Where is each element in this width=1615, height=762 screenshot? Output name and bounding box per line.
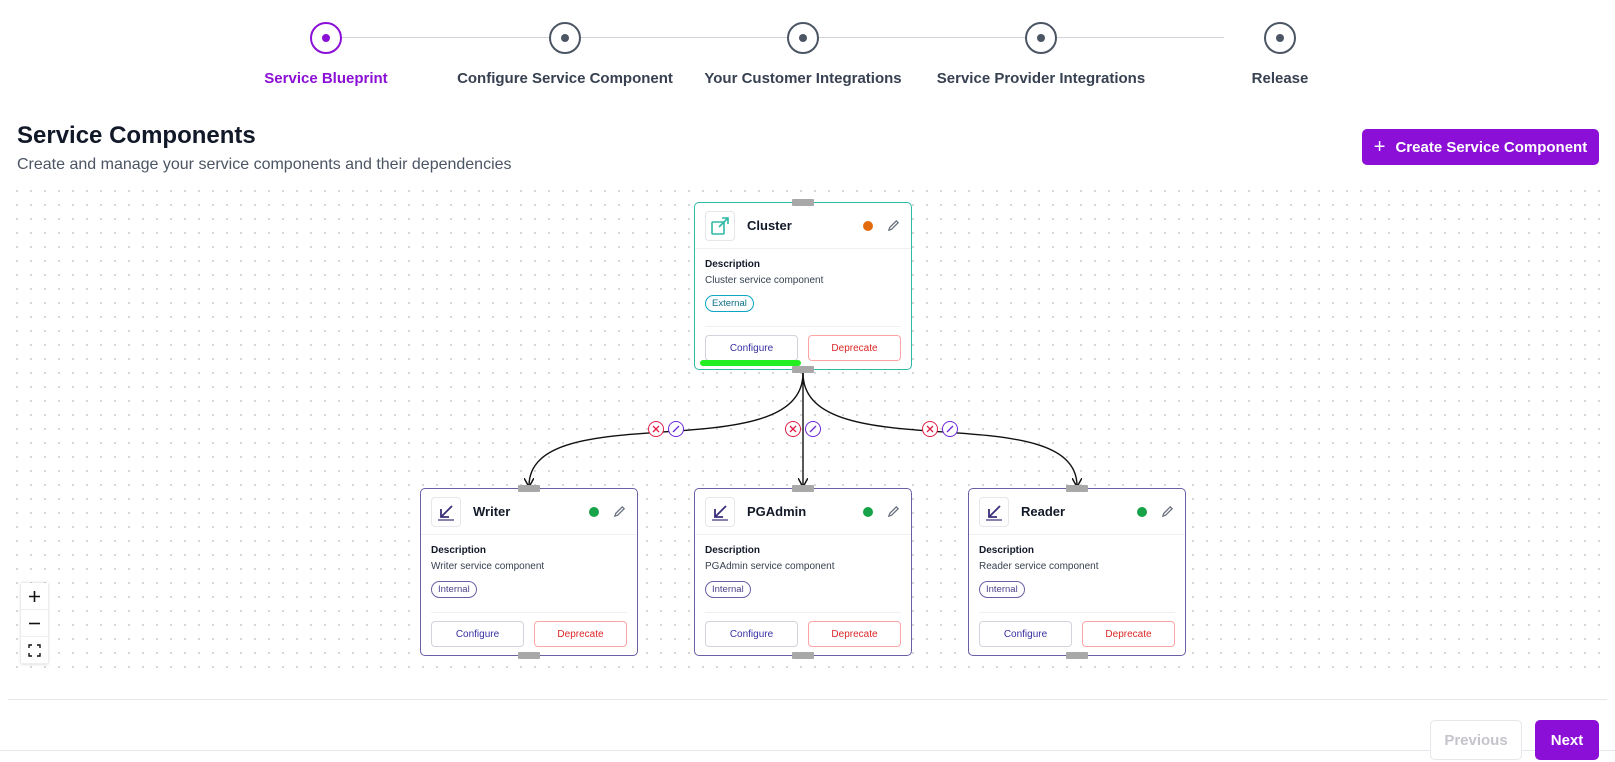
type-tag: Internal [705, 581, 751, 598]
status-dot [863, 506, 873, 517]
step-indicator-icon [787, 22, 819, 54]
description-label: Description [431, 545, 487, 556]
description-text: Writer service component [431, 561, 545, 572]
status-dot [589, 506, 599, 517]
fit-view-button[interactable] [21, 637, 48, 664]
edge-edit-icon[interactable] [668, 421, 684, 437]
step-service-provider-integrations[interactable]: Service Provider Integrations [911, 22, 1171, 87]
connection-handle-bottom[interactable] [1066, 652, 1088, 659]
step-label: Configure Service Component [457, 70, 673, 87]
step-label: Service Blueprint [264, 70, 388, 87]
previous-button[interactable]: Previous [1430, 720, 1522, 760]
fit-view-icon [28, 643, 41, 657]
type-tag: Internal [979, 581, 1025, 598]
plus-icon: + [1373, 136, 1386, 158]
connection-handle-top[interactable] [1066, 485, 1088, 492]
connection-handle-top[interactable] [792, 485, 814, 492]
node-reader[interactable]: Reader Description Reader service compon… [968, 485, 1186, 659]
connection-handle-top[interactable] [792, 199, 814, 206]
zoom-in-button[interactable] [21, 583, 48, 610]
step-indicator-icon [1264, 22, 1296, 54]
type-tag: Internal [431, 581, 477, 598]
pencil-icon[interactable] [885, 504, 901, 520]
deprecate-button[interactable]: Deprecate [534, 621, 627, 647]
step-configure-service-component[interactable]: Configure Service Component [435, 22, 695, 87]
arrow-down-left-icon [705, 496, 735, 527]
node-cluster[interactable]: Cluster Description Cluster service comp… [694, 199, 912, 373]
external-link-icon [705, 210, 735, 241]
configure-button[interactable]: Configure [705, 335, 798, 361]
node-header: Cluster [695, 203, 911, 249]
page-subtitle: Create and manage your service component… [17, 156, 512, 173]
edge-edit-icon[interactable] [942, 421, 958, 437]
step-service-blueprint[interactable]: Service Blueprint [196, 22, 456, 87]
configure-button[interactable]: Configure [979, 621, 1072, 647]
node-writer[interactable]: Writer Description Writer service compon… [420, 485, 638, 659]
configure-button[interactable]: Configure [705, 621, 798, 647]
node-name: Writer [473, 504, 511, 519]
footer-divider [8, 699, 1607, 700]
next-button[interactable]: Next [1535, 720, 1599, 760]
node-header: PGAdmin [695, 489, 911, 535]
connection-handle-top[interactable] [518, 485, 540, 492]
description-text: Cluster service component [705, 275, 824, 286]
edge-delete-icon[interactable] [922, 421, 938, 437]
connection-handle-bottom[interactable] [792, 652, 814, 659]
step-label: Your Customer Integrations [704, 70, 902, 87]
step-indicator-icon [549, 22, 581, 54]
step-label: Release [1251, 70, 1309, 87]
description-label: Description [979, 545, 1035, 556]
plus-icon [29, 590, 40, 602]
status-dot [863, 220, 873, 231]
zoom-controls [21, 583, 48, 664]
stepper-line [342, 37, 1224, 38]
edge-delete-icon[interactable] [648, 421, 664, 437]
node-pgadmin[interactable]: PGAdmin Description PGAdmin service comp… [694, 485, 912, 659]
node-header: Writer [421, 489, 637, 535]
node-name: Reader [1021, 504, 1066, 519]
zoom-out-button[interactable] [21, 610, 48, 637]
step-indicator-icon [310, 22, 342, 54]
pencil-icon[interactable] [885, 218, 901, 234]
node-header: Reader [969, 489, 1185, 535]
connection-handle-bottom[interactable] [792, 366, 814, 373]
edge-edit-icon[interactable] [805, 421, 821, 437]
type-tag: External [705, 295, 754, 312]
description-label: Description [705, 545, 761, 556]
stepper: Service Blueprint Configure Service Comp… [0, 0, 1615, 110]
pencil-icon[interactable] [611, 504, 627, 520]
bottom-divider [0, 750, 1615, 751]
pencil-icon[interactable] [1159, 504, 1175, 520]
minus-icon [29, 622, 40, 624]
status-dot [1137, 506, 1147, 517]
create-button-label: Create Service Component [1395, 138, 1588, 156]
arrow-down-left-icon [431, 496, 461, 527]
deprecate-button[interactable]: Deprecate [1082, 621, 1175, 647]
edge-delete-icon[interactable] [785, 421, 801, 437]
description-text: Reader service component [979, 561, 1099, 572]
node-name: PGAdmin [747, 504, 807, 519]
deprecate-button[interactable]: Deprecate [808, 335, 901, 361]
page-title: Service Components [17, 122, 256, 149]
step-indicator-icon [1025, 22, 1057, 54]
node-name: Cluster [747, 218, 792, 233]
connection-handle-bottom[interactable] [518, 652, 540, 659]
description-label: Description [705, 259, 761, 270]
step-your-customer-integrations[interactable]: Your Customer Integrations [673, 22, 933, 87]
create-service-component-button[interactable]: + Create Service Component [1362, 129, 1599, 165]
step-release[interactable]: Release [1150, 22, 1410, 87]
configure-button[interactable]: Configure [431, 621, 524, 647]
arrow-down-left-icon [979, 496, 1009, 527]
step-label: Service Provider Integrations [936, 70, 1146, 87]
description-text: PGAdmin service component [705, 561, 835, 572]
deprecate-button[interactable]: Deprecate [808, 621, 901, 647]
highlight-bar [700, 360, 801, 366]
